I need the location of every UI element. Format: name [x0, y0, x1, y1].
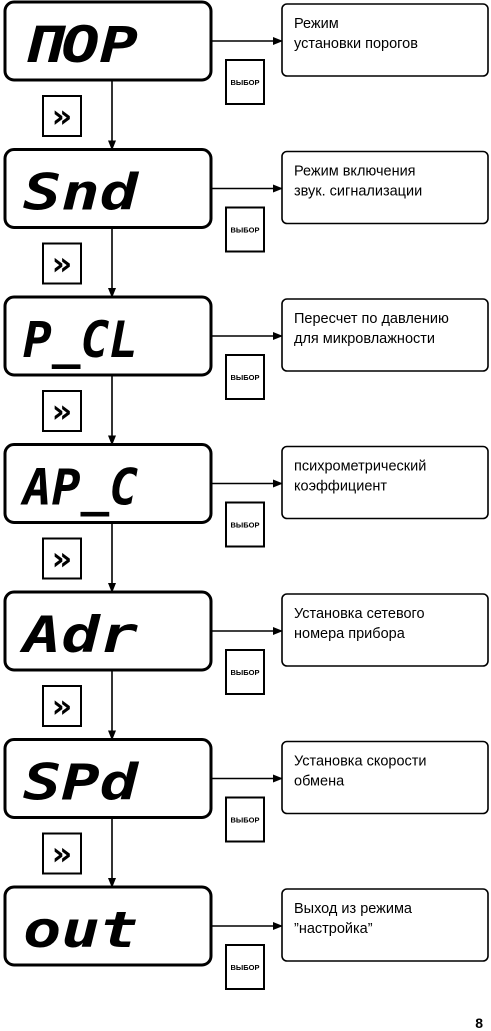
indicator-code: P_CL: [23, 311, 138, 369]
select-button-frame[interactable]: [225, 206, 265, 253]
mode-description-box: [281, 740, 489, 815]
mode-description-line: Выход из режима: [294, 901, 413, 917]
next-arrows-icon: »: [52, 540, 73, 578]
select-button[interactable]: ВЫБОР: [225, 944, 265, 990]
next-button-frame[interactable]: [42, 390, 82, 432]
mode-description-line: Установка скорости: [294, 754, 427, 770]
select-button[interactable]: ВЫБОР: [225, 206, 265, 253]
next-button-frame[interactable]: [42, 832, 82, 875]
select-button-label: ВЫБОР: [231, 226, 260, 235]
indicator-code: AP_C: [20, 459, 138, 517]
menu-step: out Выход из режима ”настройка” ВЫБОР: [3, 885, 489, 990]
mode-description-box: [281, 888, 489, 962]
mode-description-box: [281, 593, 489, 667]
menu-step: P_CL Пересчет по давлению для микровлажнос…: [3, 295, 489, 446]
select-button[interactable]: ВЫБОР: [225, 649, 265, 695]
mode-description-line: номера прибора: [294, 626, 406, 642]
mode-description-line: коэффициент: [294, 479, 387, 495]
mode-description-line: Режим: [294, 16, 339, 32]
next-arrows-icon: »: [52, 97, 73, 135]
next-arrows-icon: »: [52, 245, 73, 283]
next-button[interactable]: »: [42, 390, 82, 432]
mode-description-line: Пересчет по давлению: [294, 311, 449, 327]
mode-description-line: Режим включения: [294, 164, 416, 180]
select-button-frame[interactable]: [225, 354, 265, 400]
mode-description-line: установки порогов: [294, 36, 418, 52]
select-button-frame[interactable]: [225, 649, 265, 695]
next-button-frame[interactable]: [42, 537, 82, 580]
next-button[interactable]: »: [42, 537, 82, 580]
mode-description-box: [281, 150, 489, 225]
next-arrows-icon: »: [52, 687, 73, 725]
select-button[interactable]: ВЫБОР: [225, 354, 265, 400]
mode-description-box: [281, 3, 489, 77]
next-button[interactable]: »: [42, 832, 82, 875]
indicator-code: Adr: [19, 606, 138, 664]
select-button-label: ВЫБОР: [231, 521, 260, 530]
next-button-frame[interactable]: [42, 242, 82, 285]
mode-description-line: психрометрический: [294, 459, 426, 475]
mode-description-line: звук. сигнализации: [294, 184, 422, 200]
mode-description-box: [281, 298, 489, 372]
menu-step: Snd Режим включения звук. сигнализацииВЫБО…: [3, 148, 489, 298]
select-button[interactable]: ВЫБОР: [225, 796, 265, 843]
menu-step: Adr Установка сетевого номера прибораВЫБОР…: [3, 590, 489, 741]
mode-description-line: обмена: [294, 774, 345, 790]
mode-description-box: [281, 445, 489, 520]
select-button-frame[interactable]: [225, 796, 265, 843]
select-button-label: ВЫБОР: [231, 816, 260, 825]
select-button-label: ВЫБОР: [231, 668, 260, 677]
next-arrows-icon: »: [52, 392, 73, 430]
next-button[interactable]: »: [42, 95, 82, 137]
indicator-code: ПОР: [23, 16, 138, 74]
next-button[interactable]: »: [42, 242, 82, 285]
next-button-frame[interactable]: [42, 685, 82, 727]
page-number: 8: [475, 1015, 483, 1031]
indicator-code: out: [23, 901, 138, 959]
next-arrows-icon: »: [52, 835, 73, 873]
select-button-frame[interactable]: [225, 59, 265, 105]
select-button-frame[interactable]: [225, 501, 265, 548]
next-button[interactable]: »: [42, 685, 82, 727]
select-button-label: ВЫБОР: [231, 78, 260, 87]
next-button-frame[interactable]: [42, 95, 82, 137]
mode-description-line: Установка сетевого: [294, 606, 425, 622]
mode-description-line: для микровлажности: [294, 331, 435, 347]
select-button-frame[interactable]: [225, 944, 265, 990]
mode-description-line: ”настройка”: [294, 921, 373, 937]
select-button-label: ВЫБОР: [231, 963, 260, 972]
indicator-code: Snd: [23, 164, 140, 222]
indicator-code: SPd: [23, 754, 140, 812]
select-button[interactable]: ВЫБОР: [225, 501, 265, 548]
select-button-label: ВЫБОР: [231, 373, 260, 382]
select-button[interactable]: ВЫБОР: [225, 59, 265, 105]
